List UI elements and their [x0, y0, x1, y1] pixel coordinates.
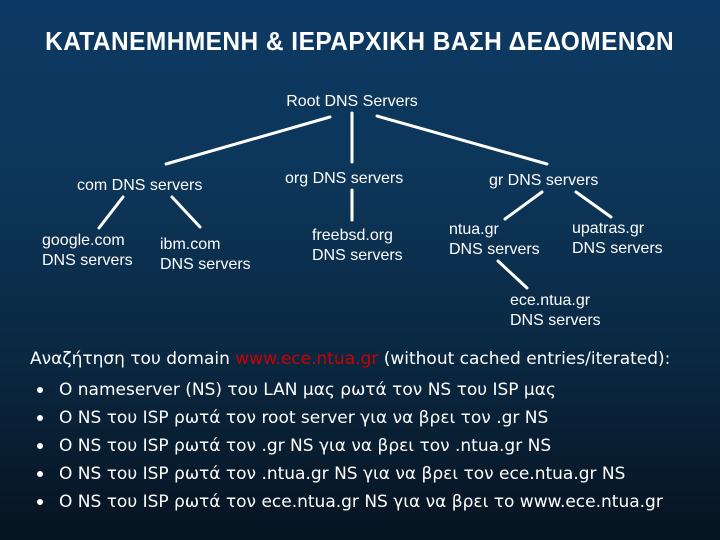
tree-node-ibm-com: ibm.com DNS servers	[160, 235, 251, 275]
list-item: Ο nameserver (NS) του LAN μας ρωτά τον N…	[30, 376, 702, 404]
edge-ntua-ece	[496, 259, 529, 290]
highlighted-domain: www.ece.ntua.gr	[235, 349, 379, 369]
tree-node-root: Root DNS Servers	[252, 92, 452, 112]
edge-gr-upatras	[574, 190, 613, 219]
bullet-dot-icon	[37, 443, 43, 449]
edge-root-com	[164, 115, 332, 166]
bullet-dot-icon	[37, 387, 43, 393]
tree-node-google-com: google.com DNS servers	[42, 231, 133, 271]
node-label: DNS servers	[312, 247, 403, 264]
node-label: DNS servers	[510, 312, 601, 329]
list-item: Ο NS του ISP ρωτά τον .ntua.gr NS για να…	[30, 460, 702, 488]
node-label: ibm.com	[160, 236, 221, 253]
list-item: Ο NS του ISP ρωτά τον ece.ntua.gr NS για…	[30, 488, 702, 516]
edge-gr-ntua	[503, 190, 544, 221]
node-label: DNS servers	[572, 240, 663, 257]
bullet-dot-icon	[37, 415, 43, 421]
bullet-text: Ο NS του ISP ρωτά τον .gr NS για να βρει…	[59, 436, 552, 456]
edge-com-google	[97, 195, 125, 230]
tree-node-ece-ntua-gr: ece.ntua.gr DNS servers	[510, 291, 601, 331]
tree-node-com: com DNS servers	[77, 176, 202, 196]
bullet-text: Ο NS του ISP ρωτά τον root server για να…	[59, 408, 549, 428]
bullet-text: Ο NS του ISP ρωτά τον ece.ntua.gr NS για…	[59, 492, 663, 512]
edge-com-ibm	[170, 195, 202, 229]
node-label: com DNS servers	[77, 177, 203, 194]
node-label: org DNS servers	[285, 170, 404, 187]
tree-node-ntua-gr: ntua.gr DNS servers	[449, 220, 540, 260]
slide-title: ΚΑΤΑΝΕΜΗΜΕΝΗ & ΙΕΡΑΡΧΙΚΗ ΒΑΣΗ ΔΕΔΟΜΕΝΩΝ	[0, 26, 720, 57]
tree-node-gr: gr DNS servers	[489, 171, 598, 191]
node-label: Root DNS Servers	[286, 93, 418, 110]
node-label: DNS servers	[160, 256, 251, 273]
explanation-block: Αναζήτηση του domain www.ece.ntua.gr (wi…	[30, 348, 702, 516]
tree-node-org: org DNS servers	[285, 169, 403, 189]
explanation-bullets: Ο nameserver (NS) του LAN μας ρωτά τον N…	[30, 376, 702, 516]
node-label: DNS servers	[42, 252, 133, 269]
bullet-dot-icon	[37, 471, 43, 477]
list-item: Ο NS του ISP ρωτά τον .gr NS για να βρει…	[30, 432, 702, 460]
node-label: google.com	[42, 232, 125, 249]
intro-prefix: Αναζήτηση του domain	[30, 349, 236, 369]
tree-node-freebsd-org: freebsd.org DNS servers	[312, 226, 403, 266]
list-item: Ο NS του ISP ρωτά τον root server για να…	[30, 404, 702, 432]
bullet-text: Ο nameserver (NS) του LAN μας ρωτά τον N…	[59, 380, 556, 400]
explanation-intro: Αναζήτηση του domain www.ece.ntua.gr (wi…	[30, 348, 702, 370]
slide-title-text: ΚΑΤΑΝΕΜΗΜΕΝΗ & ΙΕΡΑΡΧΙΚΗ ΒΑΣΗ ΔΕΔΟΜΕΝΩΝ	[45, 26, 675, 56]
bullet-dot-icon	[37, 499, 43, 505]
node-label: ntua.gr	[449, 221, 499, 238]
node-label: gr DNS servers	[489, 172, 599, 189]
node-label: ece.ntua.gr	[510, 292, 591, 309]
bullet-text: Ο NS του ISP ρωτά τον .ntua.gr NS για να…	[59, 464, 626, 484]
intro-suffix: (without cached entries/iterated):	[378, 349, 671, 369]
node-label: freebsd.org	[312, 227, 393, 244]
tree-node-upatras-gr: upatras.gr DNS servers	[572, 219, 663, 259]
node-label: upatras.gr	[572, 220, 645, 237]
node-label: DNS servers	[449, 241, 540, 258]
edge-root-gr	[375, 114, 549, 166]
